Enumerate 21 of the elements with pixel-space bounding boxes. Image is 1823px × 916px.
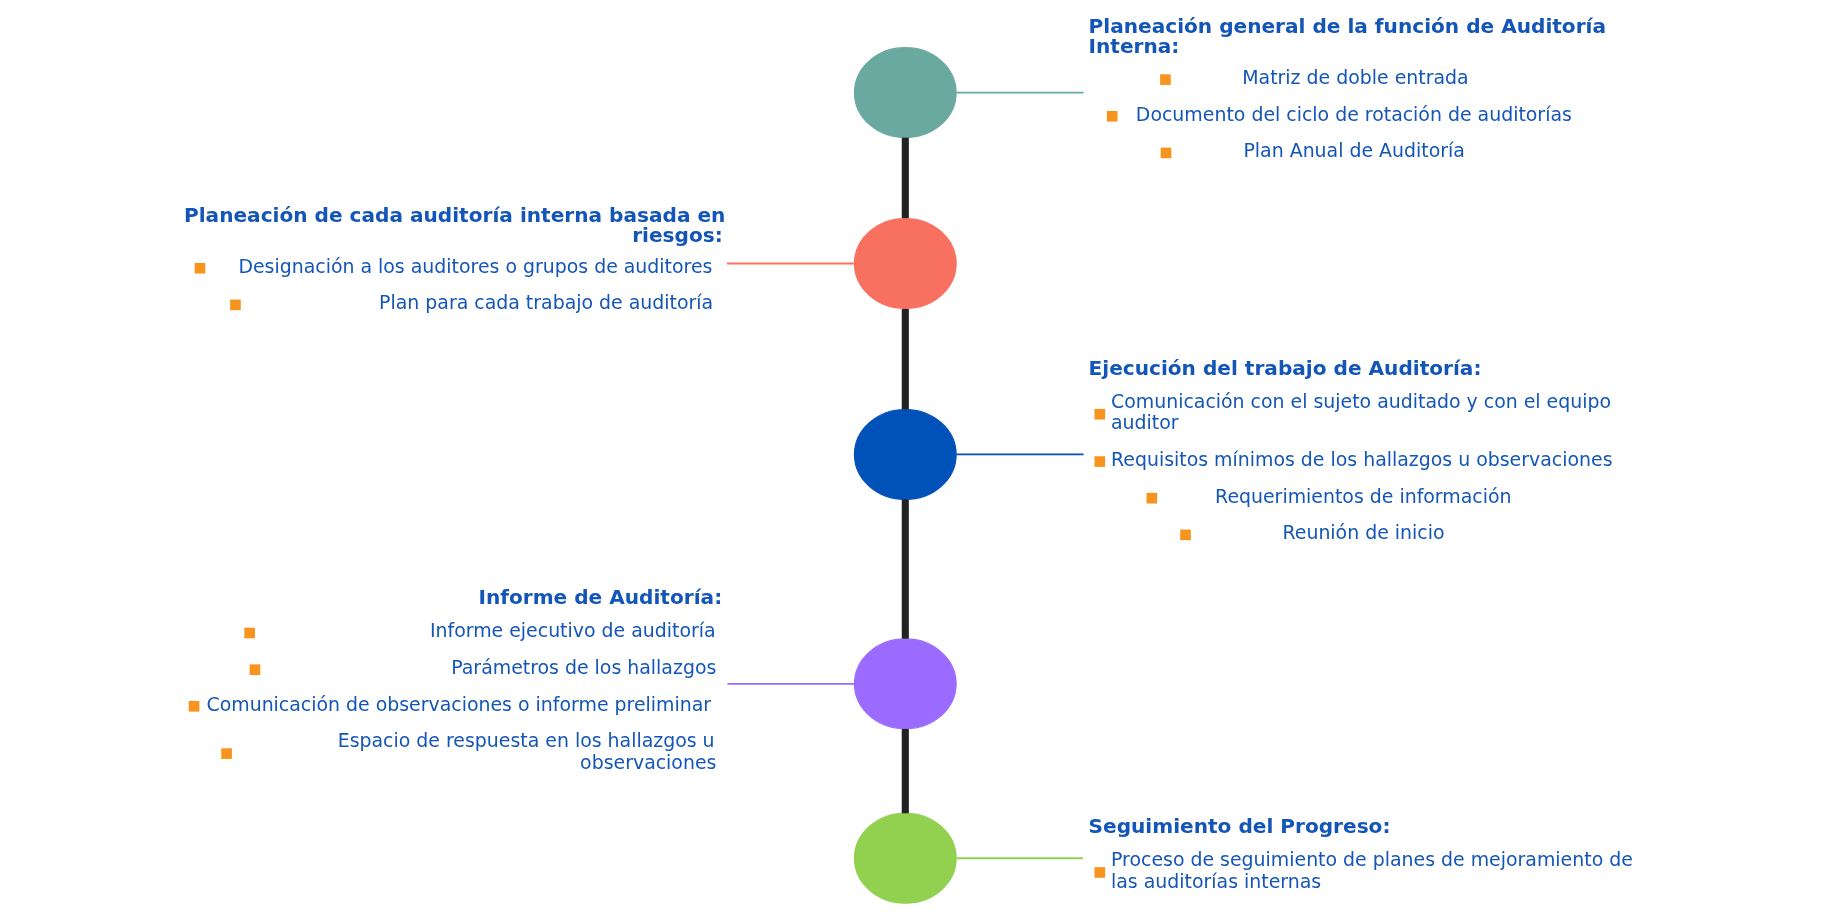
connector	[901, 137, 909, 219]
node-label: Proceso de seguimiento de planes de mejoramiento de las auditorías internas	[1111, 848, 1633, 892]
connector	[901, 499, 909, 639]
node-circle	[853, 408, 957, 500]
connector	[901, 728, 909, 814]
connector	[726, 262, 855, 265]
node-text: Planeación de cada auditoría interna basada en riesgos: Designación a los auditores o grupos de auditores Plan para cada trabajo de auditoría	[184, 202, 726, 314]
node-circle	[853, 812, 957, 904]
node-circle	[853, 47, 957, 139]
connector	[955, 91, 1085, 94]
node-text: Informe de Auditoría: Informe ejecutivo de auditoría Parámetros de los hallazgos Comunicación de observaciones o informe preliminar Espacio de respuesta en los hallazgos u observaciones	[206, 585, 723, 773]
connector	[726, 682, 856, 685]
node-circle	[853, 638, 957, 730]
node-circle	[853, 217, 957, 309]
node-text: Planeación general de la función de Auditoría Interna: Matriz de doble entrada Documento del ciclo de rotación de auditorías Plan Anual de Auditoría	[1088, 14, 1607, 162]
connector	[955, 453, 1085, 456]
node-text: Ejecución del trabajo de Auditoría: Comunicación con el sujeto auditado y con el equipo auditor Requisitos mínimos de los hallazgos u observaciones Requerimientos de información Reunión de inicio	[1088, 355, 1613, 544]
connector	[955, 857, 1084, 860]
connector	[901, 308, 909, 410]
node-label: Seguimiento del Progreso:	[1088, 813, 1391, 838]
node-box	[1094, 867, 1106, 878]
